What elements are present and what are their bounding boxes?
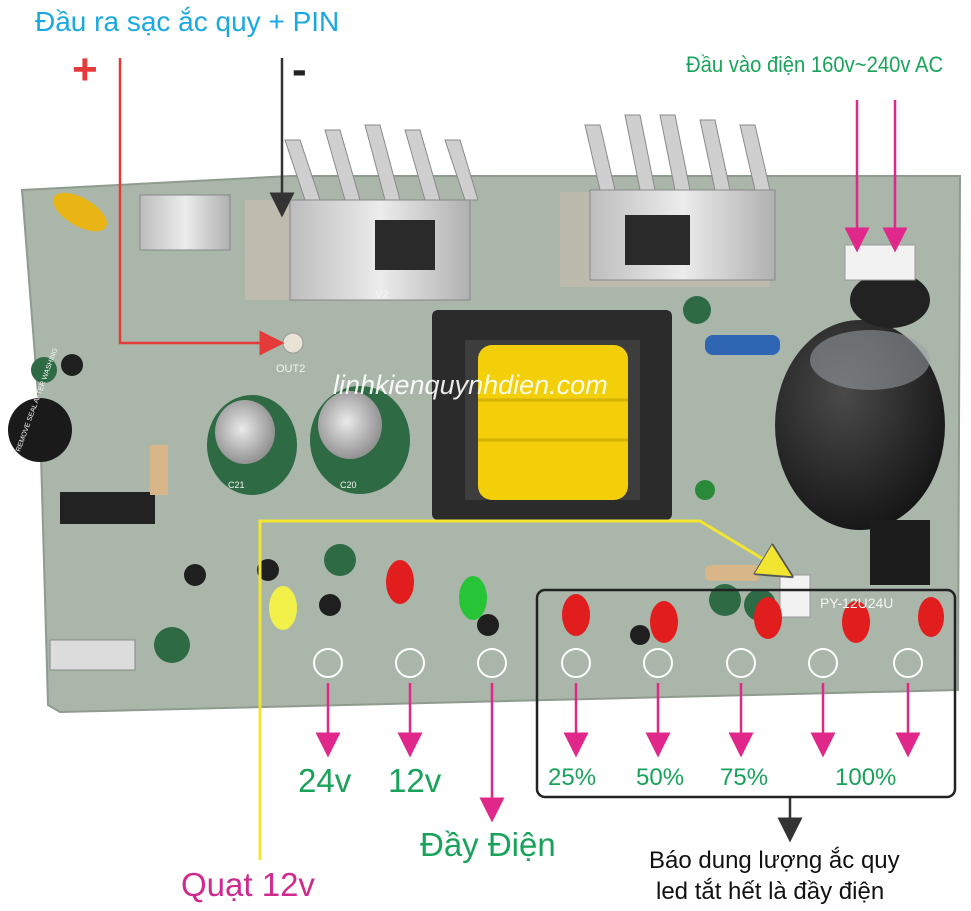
minus-sign: - — [292, 45, 307, 94]
battery-output-label: Đầu ra sạc ắc quy + PIN — [35, 6, 340, 37]
connector — [49, 639, 136, 671]
12v-label: 12v — [388, 762, 442, 799]
led-red-100b — [918, 597, 944, 637]
led-red-25 — [562, 594, 590, 636]
full-charge-label: Đầy Điện — [420, 826, 556, 863]
fuse — [53, 192, 107, 232]
fan-connector — [779, 574, 811, 618]
led-red-100a — [842, 601, 870, 643]
led-yellow — [269, 586, 297, 630]
capacity-caption-line2: led tắt hết là đầy điện — [656, 878, 885, 905]
model-label: PY-12U24U — [820, 595, 893, 611]
thermistor — [850, 272, 930, 328]
watermark: linhkienquynhdien.com — [333, 370, 608, 400]
capacitor-main — [775, 320, 945, 530]
pct100-label: 100% — [835, 764, 897, 791]
capacitor-c20 — [310, 386, 410, 494]
transformer — [432, 310, 672, 520]
c21-label: C21 — [228, 480, 245, 490]
plus-sign: + — [72, 45, 98, 94]
ic-chip — [60, 492, 155, 524]
led-markers — [313, 648, 923, 678]
led-green — [459, 576, 487, 620]
out2-pad — [282, 332, 304, 354]
c20-label: C20 — [340, 480, 357, 490]
plus-output-arrow — [118, 58, 285, 356]
heatsink-right — [584, 114, 776, 281]
bridge-rectifier — [870, 520, 930, 585]
ac-input-terminal — [844, 244, 916, 281]
capacitor-c21 — [207, 395, 297, 495]
power-input-label: Đầu vào điện 160v~240v AC — [686, 52, 944, 77]
out2-label: OUT2 — [276, 363, 305, 375]
led-red-50 — [650, 601, 678, 643]
fan-arrow — [258, 519, 778, 860]
24v-label: 24v — [298, 762, 352, 799]
buzzer — [8, 398, 72, 462]
small-heatsink — [139, 194, 231, 251]
v2-label: V2 — [375, 289, 388, 301]
pct25-label: 25% — [548, 764, 597, 791]
heatsink-left — [284, 124, 479, 301]
pct50-label: 50% — [636, 764, 685, 791]
fan-label: Quạt 12v — [181, 866, 315, 903]
small-components — [31, 296, 780, 663]
pct75-label: 75% — [720, 764, 769, 791]
capacity-box — [535, 588, 957, 799]
capacity-caption-line1: Báo dung lượng ắc quy — [649, 847, 900, 874]
led-red-12v — [386, 560, 414, 604]
led-red-75 — [754, 597, 782, 639]
